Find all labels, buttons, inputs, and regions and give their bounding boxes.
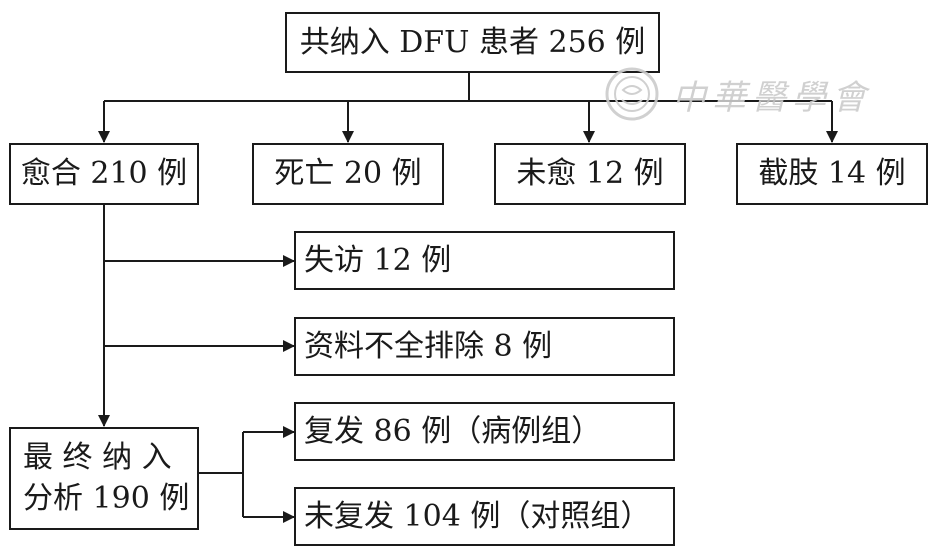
incomplete-data-label: 资料不全排除 8 例 [304,328,553,364]
amputation-label: 截肢 14 例 [758,156,906,191]
final-analysis-box: 最 终 纳 入 分析 190 例 [9,427,199,530]
unhealed-label: 未愈 12 例 [516,156,664,191]
final-analysis-line1: 最 终 纳 入 [23,440,172,475]
final-analysis-line2: 分析 190 例 [23,480,190,516]
amputation-box: 截肢 14 例 [736,143,928,205]
unhealed-box: 未愈 12 例 [494,143,686,205]
no-recurrence-group-label: 未复发 104 例（对照组） [304,498,651,534]
seal-icon [605,67,659,121]
recurrence-group-box: 复发 86 例（病例组） [294,402,675,461]
publisher-watermark: 中華醫學會 [604,66,872,122]
total-patients-label: 共纳入 DFU 患者 256 例 [299,24,646,60]
healed-label: 愈合 210 例 [20,156,188,191]
healed-box: 愈合 210 例 [9,143,199,205]
death-label: 死亡 20 例 [274,156,422,191]
watermark-text: 中華醫學會 [672,77,872,118]
incomplete-data-box: 资料不全排除 8 例 [294,317,675,376]
death-box: 死亡 20 例 [252,143,444,205]
lost-followup-label: 失访 12 例 [304,242,452,278]
total-patients-box: 共纳入 DFU 患者 256 例 [285,12,660,73]
no-recurrence-group-box: 未复发 104 例（对照组） [294,487,675,546]
lost-followup-box: 失访 12 例 [294,231,675,290]
recurrence-group-label: 复发 86 例（病例组） [304,413,602,449]
